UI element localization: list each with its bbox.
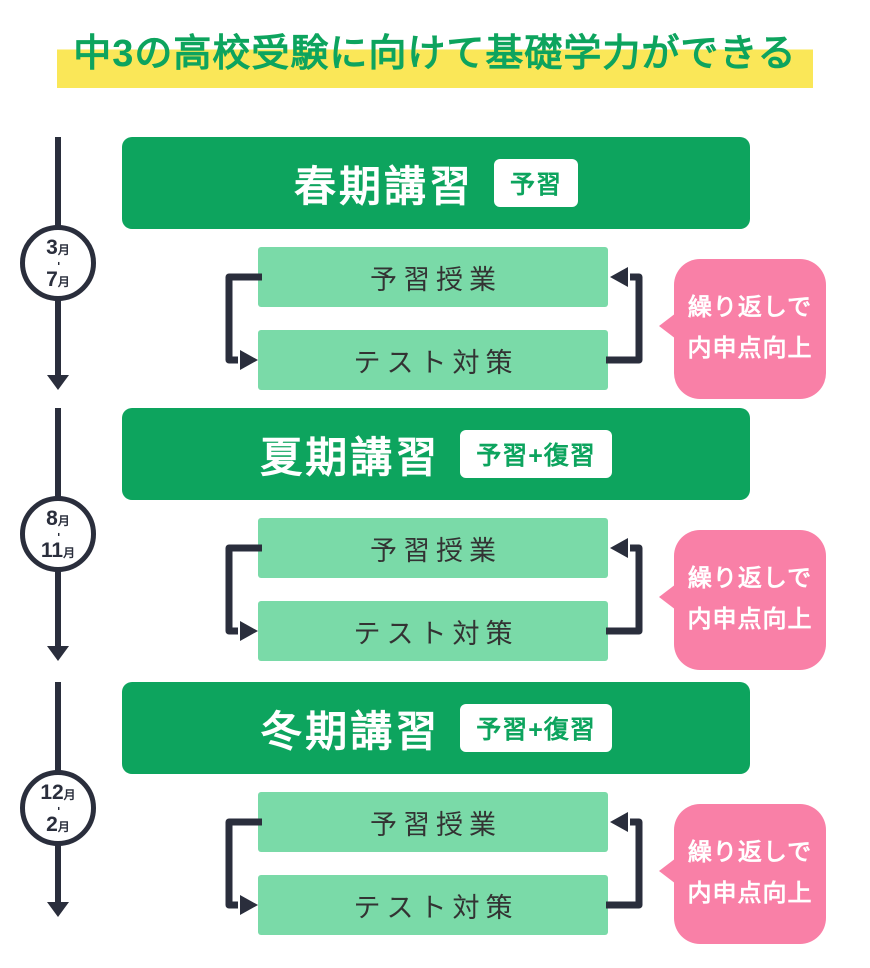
timeline-arrow-down-icon xyxy=(47,902,69,917)
cycle-arrow-right-icon xyxy=(606,538,643,635)
bubble-line1: 繰り返しで xyxy=(687,294,813,322)
timeline-arrow-down-icon xyxy=(47,646,69,661)
flow-box-test-prep: テスト対策 xyxy=(258,601,608,661)
course-badge: 予習 xyxy=(494,159,579,207)
course-title: 夏期講習 xyxy=(260,433,441,481)
bubble-line2: 内申点向上 xyxy=(687,335,813,362)
flow-box-preview-lesson: 予習授業 xyxy=(258,792,608,852)
bubble-tail-icon xyxy=(659,584,676,610)
course-badge: 予習+復習 xyxy=(460,704,612,752)
bubble-line2: 内申点向上 xyxy=(687,606,813,633)
flow-box-preview-lesson: 予習授業 xyxy=(258,518,608,578)
flow-box-preview-lesson: 予習授業 xyxy=(258,247,608,307)
course-header: 春期講習 予習 xyxy=(122,137,750,229)
page-title: 中3の高校受験に向けて基礎学力ができる xyxy=(57,30,813,88)
bubble-tail-icon xyxy=(659,313,676,339)
cycle-arrow-left-icon xyxy=(225,544,262,641)
period-dash: - xyxy=(52,261,67,265)
course-badge: 予習+復習 xyxy=(460,430,612,478)
timeline-arrow-down-icon xyxy=(47,375,69,390)
page-title-wrap: 中3の高校受験に向けて基礎学力ができる xyxy=(0,30,870,88)
course-header: 冬期講習 予習+復習 xyxy=(122,682,750,774)
period-dash: - xyxy=(52,532,67,536)
flow-box-test-prep: テスト対策 xyxy=(258,875,608,935)
speech-bubble: 繰り返しで 内申点向上 xyxy=(659,259,826,399)
cycle-arrow-right-icon xyxy=(606,812,643,909)
course-title: 春期講習 xyxy=(293,162,474,210)
speech-bubble: 繰り返しで 内申点向上 xyxy=(659,804,826,944)
period-dash: - xyxy=(52,806,67,810)
cycle-arrow-right-icon xyxy=(606,267,643,364)
flow-box-test-prep: テスト対策 xyxy=(258,330,608,390)
cycle-arrow-left-icon xyxy=(225,273,262,370)
course-title: 冬期講習 xyxy=(260,707,441,755)
speech-bubble: 繰り返しで 内申点向上 xyxy=(659,530,826,670)
bubble-line1: 繰り返しで xyxy=(687,839,813,867)
course-header: 夏期講習 予習+復習 xyxy=(122,408,750,500)
bubble-tail-icon xyxy=(659,858,676,884)
cycle-arrow-left-icon xyxy=(225,818,262,915)
bubble-line1: 繰り返しで xyxy=(687,565,813,593)
bubble-line2: 内申点向上 xyxy=(687,880,813,907)
